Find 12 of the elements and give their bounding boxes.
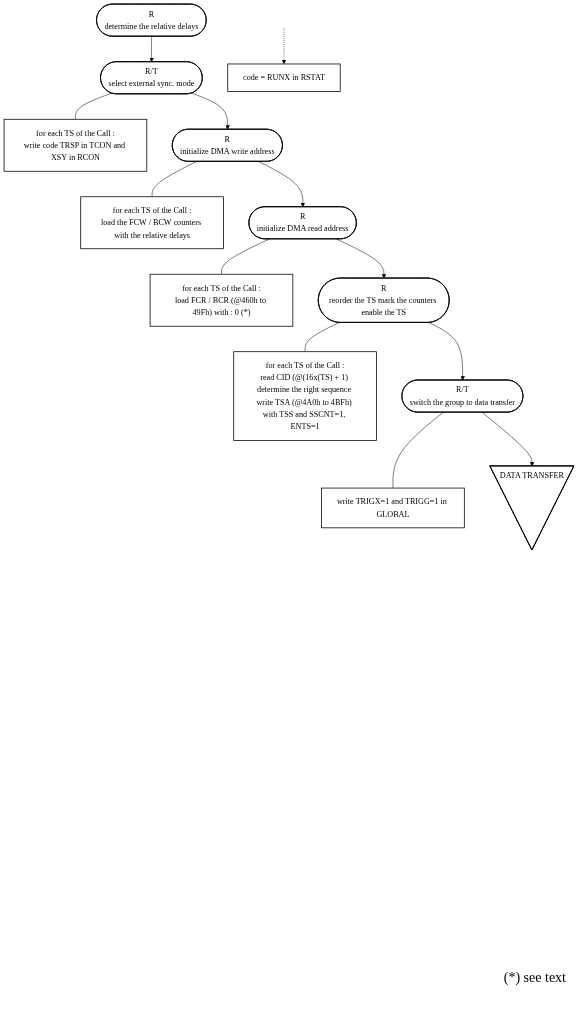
node-box: for each TS of the Call : write code TRSP in TCON and XSY in RCON [3,118,148,172]
node-box: code = RUNX in RSTAT [227,63,341,92]
connector [75,92,112,120]
connector [392,412,444,489]
node-box: for each TS of the Call : load FCR / BCR (@460h to 49Fh) with : 0 (*) [149,273,294,327]
connector [221,238,270,275]
footnote: (*) see text [502,970,566,986]
node-box: for each TS of the Call : read CID (@(16x(TS) + 1) determine the right sequence write TSA (@4A0h to 4BFh) with TSS and SSCNT=1, ENTS=1 [233,351,377,441]
node-box: write TRIGX=1 and TRIGG=1 in GLOBAL [321,487,465,529]
node-box: for each TS of the Call : load the FCW / BCW counters with the relative delays [80,196,224,250]
connector [304,322,340,352]
connector [151,161,197,197]
